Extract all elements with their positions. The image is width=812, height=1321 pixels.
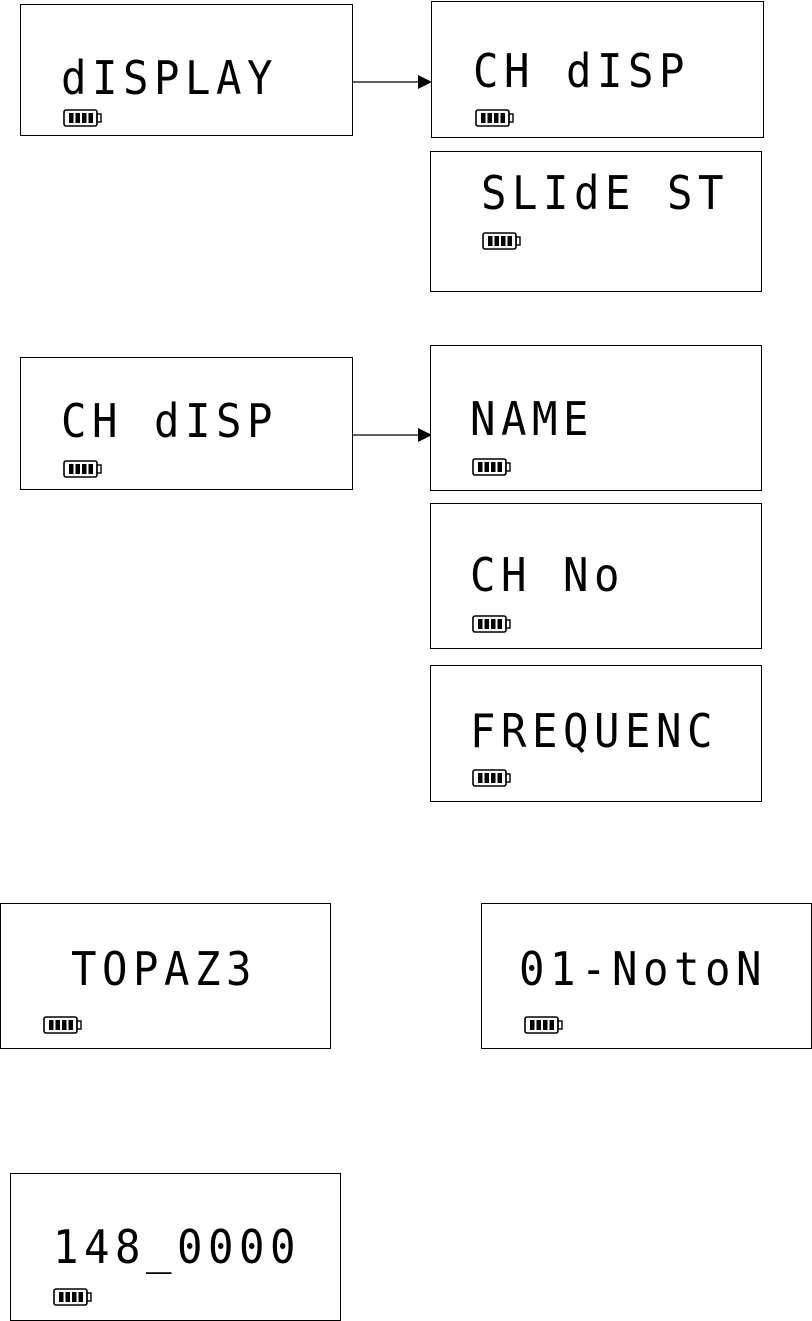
battery-bar bbox=[498, 619, 503, 629]
battery-bar bbox=[69, 464, 74, 474]
lcd-screen-display: dISPLAY bbox=[20, 4, 353, 136]
battery-icon bbox=[475, 109, 515, 127]
lcd-screen-ch-no: CH No bbox=[430, 503, 762, 649]
arrow-right-icon bbox=[352, 427, 434, 443]
lcd-screen-ch-disp-mid: CH dISP bbox=[20, 357, 353, 490]
lcd-screen-slide-st: SLIdE ST bbox=[430, 151, 762, 292]
battery-icon bbox=[482, 232, 522, 250]
battery-full-icon bbox=[475, 109, 515, 127]
battery-icon bbox=[472, 769, 512, 787]
lcd-text-topaz3: TOPAZ3 bbox=[71, 946, 257, 992]
battery-bar bbox=[543, 1020, 548, 1030]
battery-full-icon bbox=[472, 458, 512, 476]
battery-bar bbox=[478, 773, 483, 783]
battery-icon bbox=[53, 1288, 93, 1306]
battery-bar bbox=[530, 1020, 535, 1030]
battery-bar bbox=[485, 462, 490, 472]
lcd-text-ch-no: CH No bbox=[470, 552, 625, 598]
lcd-screen-topaz3: TOPAZ3 bbox=[0, 903, 331, 1049]
battery-full-icon bbox=[53, 1288, 93, 1306]
battery-full-icon bbox=[43, 1016, 83, 1034]
battery-bar bbox=[79, 1292, 84, 1302]
battery-full-icon bbox=[472, 615, 512, 633]
battery-bar bbox=[481, 113, 486, 123]
lcd-text-frequenc: FREQUENC bbox=[470, 708, 718, 754]
battery-bar bbox=[485, 619, 490, 629]
arrow-right-icon bbox=[352, 74, 434, 90]
battery-icon bbox=[472, 615, 512, 633]
battery-bar bbox=[69, 1020, 74, 1030]
battery-icon bbox=[524, 1016, 564, 1034]
battery-bar bbox=[76, 464, 81, 474]
lcd-screen-name: NAME bbox=[430, 345, 762, 491]
battery-bar bbox=[491, 619, 496, 629]
battery-bar bbox=[491, 773, 496, 783]
lcd-screen-frequenc: FREQUENC bbox=[430, 665, 762, 802]
battery-bar bbox=[494, 113, 499, 123]
battery-bar bbox=[89, 464, 94, 474]
battery-bar bbox=[501, 236, 506, 246]
battery-bar bbox=[488, 113, 493, 123]
battery-bar bbox=[89, 113, 94, 123]
battery-bar bbox=[550, 1020, 555, 1030]
battery-bar bbox=[491, 462, 496, 472]
battery-full-icon bbox=[524, 1016, 564, 1034]
battery-bar bbox=[508, 236, 513, 246]
battery-icon bbox=[472, 458, 512, 476]
battery-bar bbox=[62, 1020, 67, 1030]
battery-bar bbox=[537, 1020, 542, 1030]
battery-bar bbox=[66, 1292, 71, 1302]
battery-bar bbox=[82, 464, 87, 474]
lcd-screen-01-noton: 01-NotoN bbox=[481, 903, 812, 1049]
battery-bar bbox=[495, 236, 500, 246]
battery-bar bbox=[478, 619, 483, 629]
lcd-text-ch-disp: CH dISP bbox=[473, 48, 690, 94]
lcd-text-display: dISPLAY bbox=[61, 55, 278, 101]
lcd-text-slide-st: SLIdE ST bbox=[481, 170, 729, 216]
battery-bar bbox=[488, 236, 493, 246]
battery-full-icon bbox=[63, 460, 103, 478]
lcd-screen-ch-disp-top: CH dISP bbox=[431, 1, 764, 138]
battery-bar bbox=[49, 1020, 54, 1030]
battery-full-icon bbox=[472, 769, 512, 787]
battery-bar bbox=[76, 113, 81, 123]
battery-bar bbox=[478, 462, 483, 472]
battery-full-icon bbox=[482, 232, 522, 250]
battery-icon bbox=[63, 460, 103, 478]
battery-bar bbox=[59, 1292, 64, 1302]
battery-bar bbox=[501, 113, 506, 123]
battery-bar bbox=[485, 773, 490, 783]
battery-full-icon bbox=[63, 109, 103, 127]
battery-icon bbox=[43, 1016, 83, 1034]
lcd-text-ch-disp: CH dISP bbox=[61, 398, 278, 444]
battery-bar bbox=[82, 113, 87, 123]
battery-bar bbox=[72, 1292, 77, 1302]
lcd-text-frequency-value: 148_0000 bbox=[53, 1224, 301, 1270]
battery-bar bbox=[69, 113, 74, 123]
battery-icon bbox=[63, 109, 103, 127]
lcd-screen-frequency-value: 148_0000 bbox=[10, 1173, 341, 1321]
battery-bar bbox=[498, 773, 503, 783]
battery-bar bbox=[498, 462, 503, 472]
lcd-text-01-noton: 01-NotoN bbox=[519, 946, 767, 992]
lcd-text-name: NAME bbox=[470, 396, 594, 442]
battery-bar bbox=[56, 1020, 61, 1030]
